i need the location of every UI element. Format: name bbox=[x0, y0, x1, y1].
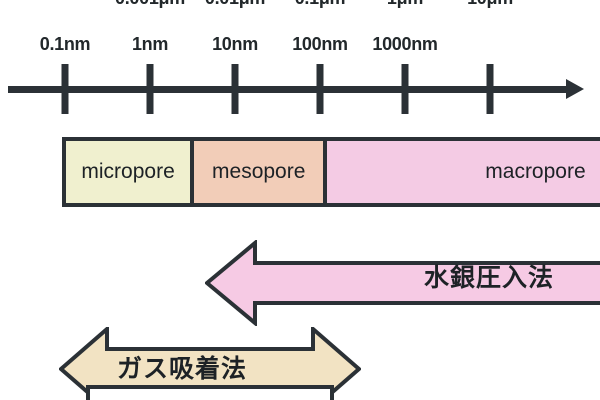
axis-tick-5 bbox=[486, 64, 494, 114]
axis-line bbox=[8, 86, 574, 93]
pore-segment-micropore: micropore bbox=[66, 141, 195, 203]
um-label-1: 0.001μm bbox=[115, 0, 185, 9]
mercury-intrusion-label: 水銀圧入法 bbox=[424, 264, 555, 292]
nm-label-4: 1000nm bbox=[372, 34, 438, 54]
axis-tick-3 bbox=[316, 64, 324, 114]
um-label-2: 0.01μm bbox=[205, 0, 266, 9]
axis-arrow-icon bbox=[566, 79, 584, 99]
axis-tick-2 bbox=[231, 64, 239, 114]
axis-tick-0 bbox=[61, 64, 69, 114]
pore-label-macropore: macropore bbox=[485, 160, 586, 183]
gas-adsorption-label: ガス吸着法 bbox=[117, 355, 248, 383]
pore-segment-mesopore: mesopore bbox=[194, 141, 328, 203]
mercury-intrusion-arrow bbox=[205, 240, 600, 326]
micrometre-label-row: 0.001μm 0.01μm 0.1μm 1μm 10μm bbox=[0, 0, 600, 14]
um-label-4: 1μm bbox=[387, 0, 423, 9]
nm-label-3: 100nm bbox=[292, 34, 348, 54]
bottom-method-box bbox=[86, 385, 334, 400]
nm-label-0: 0.1nm bbox=[39, 34, 91, 54]
pore-label-mesopore: mesopore bbox=[212, 160, 306, 183]
pore-label-micropore: micropore bbox=[81, 160, 175, 183]
um-label-3: 0.1μm bbox=[295, 0, 346, 9]
um-label-5: 10μm bbox=[467, 0, 513, 9]
pore-class-bar: micropore mesopore macropore bbox=[62, 137, 600, 207]
axis-tick-4 bbox=[401, 64, 409, 114]
nm-label-1: 1nm bbox=[131, 34, 169, 54]
axis-tick-1 bbox=[146, 64, 154, 114]
pore-segment-macropore: macropore bbox=[327, 141, 600, 203]
nm-label-2: 10nm bbox=[212, 34, 258, 54]
